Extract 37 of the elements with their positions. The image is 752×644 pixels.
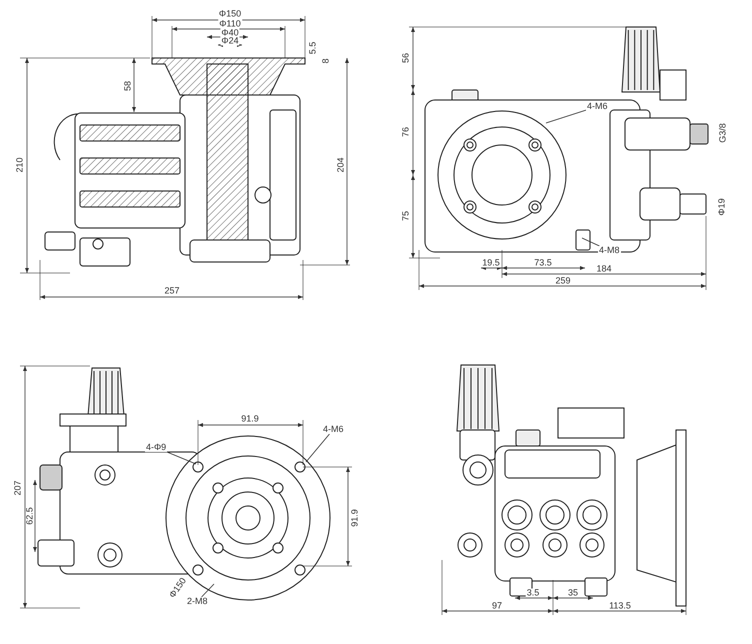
dimension-label: Φ19 xyxy=(718,197,726,217)
dimension-label: 113.5 xyxy=(608,602,632,610)
callout-label: 4-M6 xyxy=(322,425,345,434)
dimension-label: 184 xyxy=(595,264,613,274)
dimension-label: 58 xyxy=(124,80,132,92)
dimension-label: 73.5 xyxy=(533,258,553,268)
callout-label: 4-M6 xyxy=(586,102,609,111)
dimension-label: 3.5 xyxy=(526,588,540,598)
dimension-label: 56 xyxy=(402,52,410,64)
dimension-label: Φ24 xyxy=(220,36,240,46)
dimension-label: 91.9 xyxy=(240,414,260,424)
dimension-label: 97 xyxy=(491,602,503,610)
dimension-label: 207 xyxy=(14,479,22,497)
dimension-label: 257 xyxy=(163,286,181,296)
leader-line xyxy=(546,110,586,124)
leader-line xyxy=(306,434,330,462)
dimension-label: 35 xyxy=(567,588,579,598)
dimension-label: 204 xyxy=(336,156,346,174)
callout-label: 4-Φ9 xyxy=(145,443,168,452)
callout-label: 2-M8 xyxy=(186,597,209,606)
dimension-label: 19.5 xyxy=(481,258,501,268)
dimension-label: 210 xyxy=(16,156,24,174)
dimension-label: 76 xyxy=(402,126,410,138)
callout-label: 4-M8 xyxy=(598,246,621,255)
dimension-label: Φ110 xyxy=(218,20,242,28)
leader-line xyxy=(201,584,214,598)
dimension-label: 75 xyxy=(402,210,410,222)
dimension-label: Φ150 xyxy=(218,10,242,18)
dimension-label: Φ40 xyxy=(220,28,240,38)
dimension-label: 5.5 xyxy=(308,40,318,56)
dimension-label: 8 xyxy=(322,58,330,64)
leader-line xyxy=(166,452,196,464)
dimension-label: 259 xyxy=(554,276,572,286)
dimension-label: 91.9 xyxy=(350,508,360,528)
dimension-label: 62.5 xyxy=(26,506,34,526)
dimension-label: G3/8 xyxy=(718,122,728,144)
leader-line xyxy=(582,238,600,246)
